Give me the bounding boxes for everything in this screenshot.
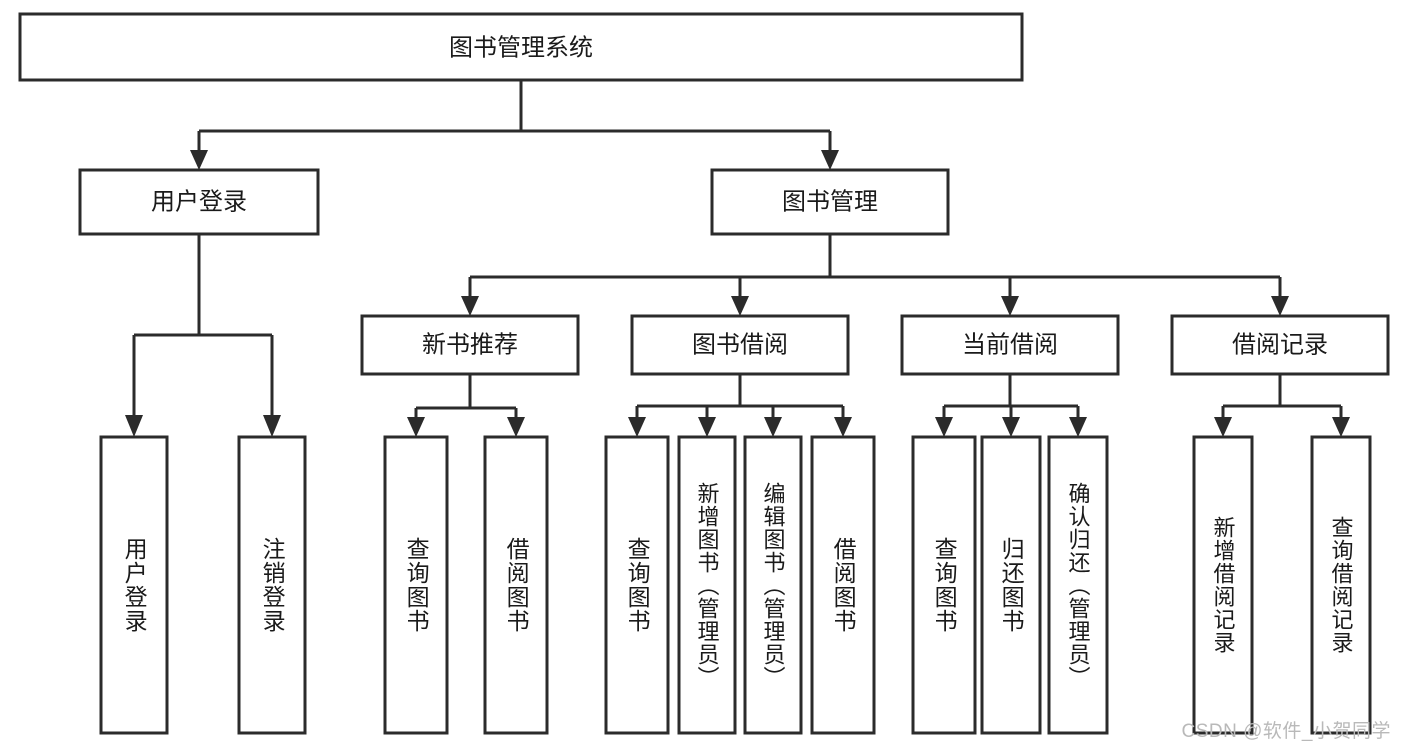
connector-group-book-mgmt: [461, 234, 1289, 316]
arrow-to-current-borrow: [1001, 296, 1019, 316]
node-book-mgmt-label: 图书管理: [782, 188, 878, 215]
arrow-root-to-book-mgmt: [821, 150, 839, 170]
node-borrow-record[interactable]: 借阅记录: [1170, 314, 1390, 376]
arrow-cb-leaf-3: [1069, 417, 1087, 437]
leaf-box-query-book-bb[interactable]: [604, 435, 670, 735]
node-current-borrow-label: 当前借阅: [962, 331, 1058, 358]
node-book-borrow-box[interactable]: [630, 314, 850, 376]
node-book-mgmt-box[interactable]: [710, 168, 950, 236]
connector-group-user-login: [125, 234, 281, 437]
arrow-to-leaf-user-login: [125, 415, 143, 437]
arrow-br-leaf-1: [1214, 417, 1232, 437]
connector-group-borrow-record: [1214, 374, 1350, 437]
leaf-box-logout[interactable]: [237, 435, 307, 735]
arrow-to-book-borrow: [731, 296, 749, 316]
arrow-br-leaf-2: [1332, 417, 1350, 437]
arrow-bb-leaf-4: [834, 417, 852, 437]
arrow-nbr-leaf-1: [407, 417, 425, 437]
node-current-borrow-box[interactable]: [900, 314, 1120, 376]
arrow-root-to-user-login: [190, 150, 208, 170]
connector-group-book-borrow: [628, 374, 852, 437]
leaf-box-query-record[interactable]: [1310, 435, 1372, 735]
leaf-box-edit-book-admin[interactable]: [743, 435, 803, 735]
node-user-login[interactable]: 用户登录: [78, 168, 320, 236]
arrow-bb-leaf-3: [764, 417, 782, 437]
arrow-to-leaf-logout: [263, 415, 281, 437]
leaf-box-borrow-book-bb[interactable]: [810, 435, 876, 735]
node-user-login-label: 用户登录: [151, 188, 247, 215]
connector-group-current-borrow: [935, 374, 1087, 437]
leaf-box-return-book[interactable]: [980, 435, 1042, 735]
node-new-book-rec-label: 新书推荐: [422, 331, 518, 358]
leaf-box-borrow-book-nbr[interactable]: [483, 435, 549, 735]
csdn-watermark: CSDN @软件_小贺同学: [1181, 721, 1391, 742]
arrow-bb-leaf-2: [698, 417, 716, 437]
leaf-box-add-book-admin[interactable]: [677, 435, 737, 735]
arrow-cb-leaf-1: [935, 417, 953, 437]
node-new-book-rec-box[interactable]: [360, 314, 580, 376]
node-user-login-box[interactable]: [78, 168, 320, 236]
leaf-box-add-record[interactable]: [1192, 435, 1254, 735]
node-root-box[interactable]: [18, 12, 1024, 82]
node-new-book-rec[interactable]: 新书推荐: [360, 314, 580, 376]
leaf-box-query-book-cb[interactable]: [911, 435, 977, 735]
node-book-mgmt[interactable]: 图书管理: [710, 168, 950, 236]
arrow-to-borrow-record: [1271, 296, 1289, 316]
node-root-label: 图书管理系统: [449, 34, 593, 61]
node-book-borrow-label: 图书借阅: [692, 331, 788, 358]
arrow-to-new-book-rec: [461, 296, 479, 316]
connector-group-new-book-rec: [407, 374, 525, 437]
node-borrow-record-label: 借阅记录: [1232, 331, 1328, 358]
arrow-bb-leaf-1: [628, 417, 646, 437]
leaf-box-user-login[interactable]: [99, 435, 169, 735]
node-current-borrow[interactable]: 当前借阅: [900, 314, 1120, 376]
arrow-nbr-leaf-2: [507, 417, 525, 437]
leaf-box-confirm-return[interactable]: [1047, 435, 1109, 735]
node-borrow-record-box[interactable]: [1170, 314, 1390, 376]
connector-group-root: [190, 80, 839, 170]
node-root[interactable]: 图书管理系统: [18, 12, 1024, 82]
node-book-borrow[interactable]: 图书借阅: [630, 314, 850, 376]
leaf-box-query-book-nbr[interactable]: [383, 435, 449, 735]
arrow-cb-leaf-2: [1002, 417, 1020, 437]
